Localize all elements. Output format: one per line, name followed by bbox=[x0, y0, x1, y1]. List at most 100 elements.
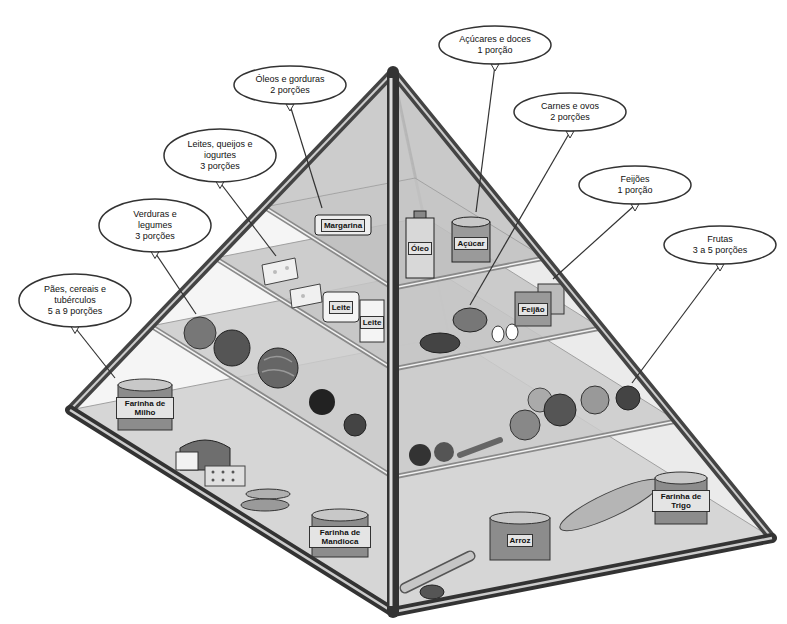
leader-line bbox=[75, 328, 115, 379]
package-label: Feijão bbox=[521, 305, 544, 314]
bubble-outline bbox=[19, 274, 131, 327]
serving-count: 5 a 9 porções bbox=[38, 306, 112, 317]
pyramid-frame bbox=[390, 78, 393, 606]
bread-cereal-items bbox=[655, 478, 707, 524]
pyramid-frame bbox=[70, 72, 772, 612]
bubble-outline bbox=[439, 26, 551, 64]
bread-cereal-items bbox=[241, 499, 289, 511]
bubble-text-block: Verduras e legumes3 porções bbox=[118, 209, 192, 242]
bread-cereal-items bbox=[222, 471, 225, 474]
dairy-meat-bean-items bbox=[515, 292, 551, 326]
bread-cereal-items bbox=[118, 385, 172, 430]
bread-cereal-items bbox=[176, 452, 198, 470]
bubble-text-block: Leites, queijos e iogurtes3 porções bbox=[183, 139, 257, 172]
bread-cereal-items bbox=[205, 466, 245, 486]
bubble-text-block: Açúcares e doces1 porção bbox=[458, 34, 532, 56]
pyramid-frame bbox=[70, 72, 393, 410]
dairy-meat-bean-items bbox=[492, 326, 504, 342]
vegetable-fruit-items bbox=[544, 394, 576, 426]
package-label: Farinha de Milho bbox=[119, 399, 171, 417]
bread-cereal-items bbox=[118, 379, 172, 391]
bubble-tail bbox=[151, 252, 159, 259]
package-label-box: Farinha de Milho bbox=[116, 397, 174, 419]
bubble-outline bbox=[664, 226, 776, 264]
pyramid-frame bbox=[70, 410, 772, 612]
vegetable-fruit-items bbox=[616, 386, 640, 410]
package-label: Leite bbox=[363, 318, 382, 327]
bubble-tail bbox=[71, 327, 79, 334]
bubble-text-block: Feijões1 porção bbox=[598, 174, 672, 196]
package-label-box: Farinha de Trigo bbox=[652, 490, 710, 512]
leader-line bbox=[476, 65, 495, 212]
bubble-tail bbox=[286, 104, 294, 111]
fat-sugar-items bbox=[315, 215, 371, 235]
callout-bubble: Açúcares e doces1 porção bbox=[438, 25, 552, 65]
package-label-box: Feijão bbox=[518, 303, 547, 316]
bubble-tail bbox=[566, 131, 574, 138]
bubble-tail bbox=[491, 64, 499, 71]
food-group-name: Açúcares e doces bbox=[458, 34, 532, 45]
bubble-tail bbox=[631, 204, 639, 211]
bread-cereal-items bbox=[555, 471, 665, 539]
pyramid-frame bbox=[387, 72, 399, 612]
dairy-meat-bean-items bbox=[420, 333, 460, 353]
bread-cereal-items bbox=[405, 556, 470, 588]
package-label: Margarina bbox=[324, 221, 362, 230]
package-label: Leite bbox=[332, 303, 351, 312]
bread-cereal-items bbox=[232, 479, 235, 482]
callout-bubble: Carnes e ovos2 porções bbox=[513, 92, 627, 132]
package-label-box: Margarina bbox=[321, 219, 365, 232]
bubble-outline bbox=[99, 199, 211, 252]
bread-cereal-items bbox=[420, 585, 444, 599]
callout-bubble: Óleos e gorduras2 porções bbox=[233, 65, 347, 105]
leader-line bbox=[290, 105, 322, 208]
serving-count: 2 porções bbox=[253, 85, 327, 96]
pyramid-frame bbox=[393, 72, 772, 538]
food-group-name: Óleos e gorduras bbox=[253, 74, 327, 85]
bread-cereal-items bbox=[490, 512, 550, 524]
vegetable-fruit-items bbox=[258, 348, 298, 388]
vegetable-fruit-items bbox=[460, 440, 500, 455]
bubble-outline bbox=[234, 66, 346, 104]
package-label: Arroz bbox=[510, 536, 531, 545]
vegetable-fruit-items bbox=[409, 444, 431, 466]
callout-bubble: Leites, queijos e iogurtes3 porções bbox=[163, 128, 277, 183]
food-group-name: Pães, cereais e tubérculos bbox=[38, 284, 112, 306]
bubble-text-block: Óleos e gorduras2 porções bbox=[253, 74, 327, 96]
food-group-name: Verduras e legumes bbox=[118, 209, 192, 231]
dairy-meat-bean-items bbox=[323, 292, 359, 322]
leader-line bbox=[553, 205, 635, 279]
callout-bubble: Pães, cereais e tubérculos5 a 9 porções bbox=[18, 273, 132, 328]
pyramid-frame bbox=[393, 72, 772, 538]
package-label-box: Arroz bbox=[507, 534, 534, 547]
serving-count: 1 porção bbox=[458, 45, 532, 56]
vegetable-fruit-items bbox=[581, 386, 609, 414]
vegetable-fruit-items bbox=[262, 356, 294, 376]
serving-count: 1 porção bbox=[598, 185, 672, 196]
bread-cereal-items bbox=[212, 479, 215, 482]
pyramid-frame bbox=[70, 72, 393, 410]
package-label-box: Leite bbox=[329, 301, 354, 314]
dairy-meat-bean-items bbox=[285, 266, 289, 270]
package-label: Farinha de Mandioca bbox=[312, 528, 368, 546]
callout-bubble: Feijões1 porção bbox=[578, 165, 692, 205]
shelf-rim bbox=[151, 326, 677, 477]
bread-cereal-items bbox=[212, 471, 215, 474]
bubble-tail bbox=[216, 182, 224, 189]
dairy-meat-bean-items bbox=[273, 270, 277, 274]
food-group-name: Feijões bbox=[598, 174, 672, 185]
dairy-meat-bean-items bbox=[453, 308, 487, 332]
leader-line bbox=[155, 253, 196, 315]
package-label-box: Farinha de Mandioca bbox=[309, 526, 371, 548]
bubble-text-block: Pães, cereais e tubérculos5 a 9 porções bbox=[38, 284, 112, 317]
food-group-name: Leites, queijos e iogurtes bbox=[183, 139, 257, 161]
package-label: Farinha de Trigo bbox=[655, 492, 707, 510]
shelf-floor bbox=[215, 217, 601, 369]
bread-cereal-items bbox=[405, 556, 470, 588]
serving-count: 3 porções bbox=[118, 231, 192, 242]
bubble-text-block: Frutas3 a 5 porções bbox=[683, 234, 757, 256]
serving-count: 2 porções bbox=[533, 112, 607, 123]
bubble-tail bbox=[716, 264, 724, 271]
fat-sugar-items bbox=[406, 218, 434, 278]
